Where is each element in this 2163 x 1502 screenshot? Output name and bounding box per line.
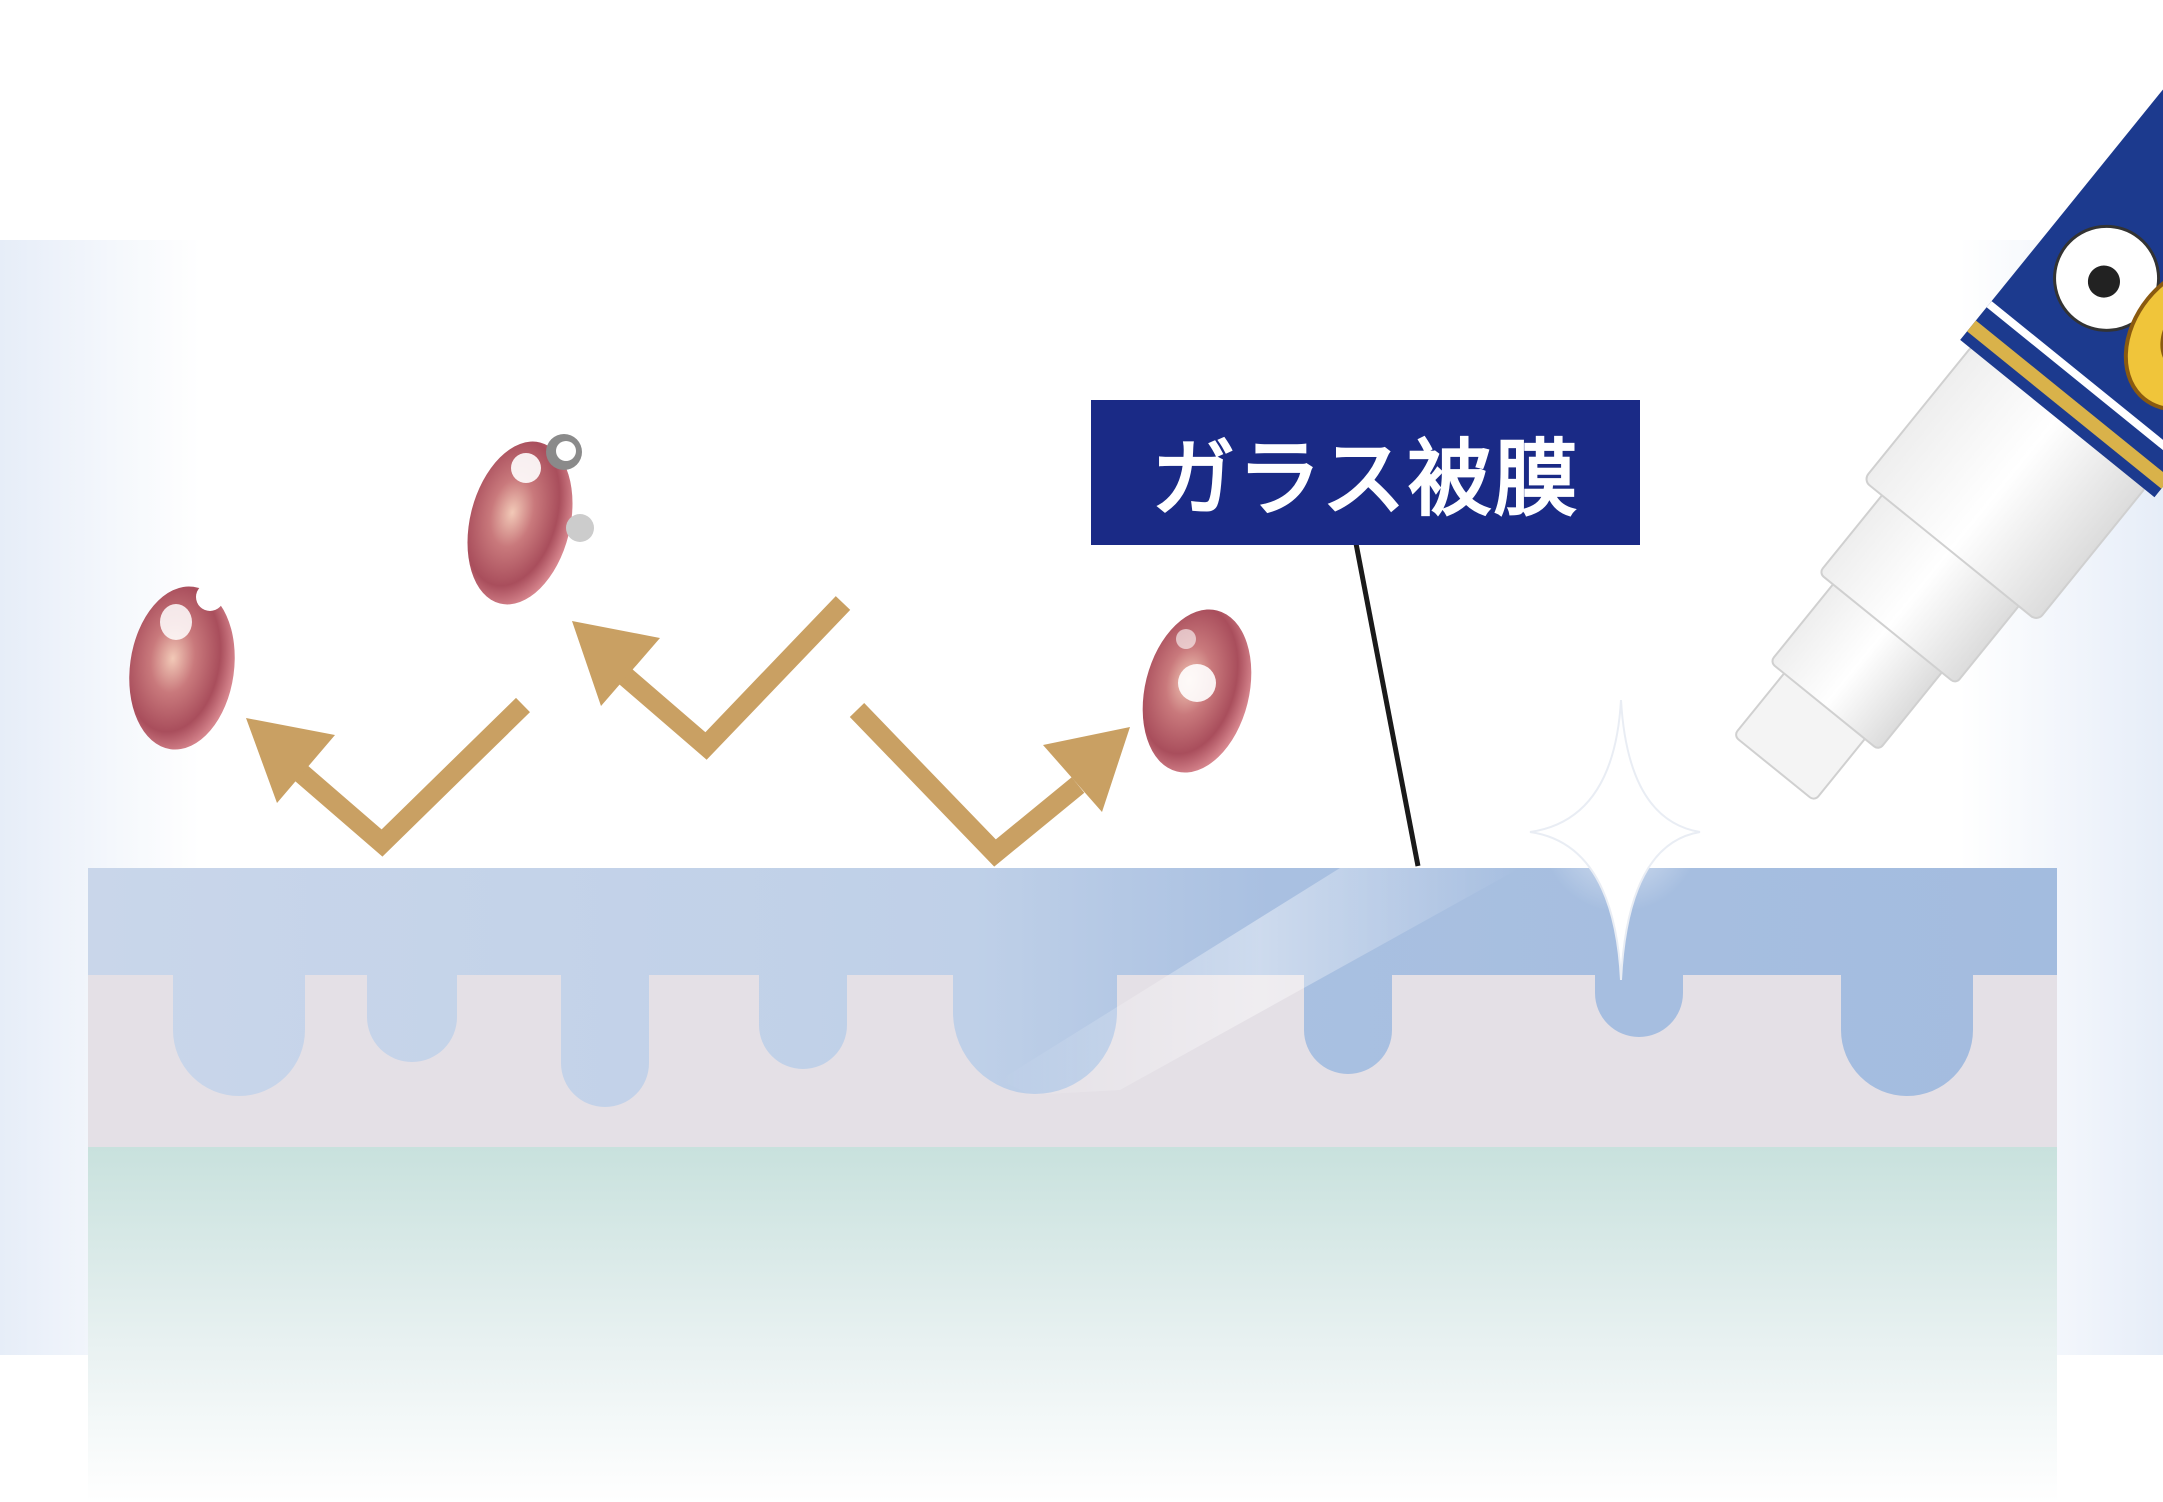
dirt-particle [1142,609,1252,773]
repel-arrow [286,697,530,857]
glass-coating-layer [88,868,2057,1107]
glass-coating-label: ガラス被膜 [1091,400,1640,545]
applicator-pen: ● [1735,0,2163,800]
repel-arrow [611,596,851,760]
callout-label-text: ガラス被膜 [1151,430,1580,528]
dirt-particle [129,583,235,750]
repel-arrow [849,703,1085,867]
coating-shine-streak [1000,868,1520,1095]
sparkle-icon [1529,699,1701,981]
repel-arrows [246,596,1130,867]
base-layer [88,1147,2057,1502]
repel-arrow-head [572,621,660,706]
repel-arrow-head [246,718,335,803]
callout-leader-line [1346,506,1421,867]
dirt-particle [467,434,594,605]
repel-arrow-head [1043,727,1130,812]
